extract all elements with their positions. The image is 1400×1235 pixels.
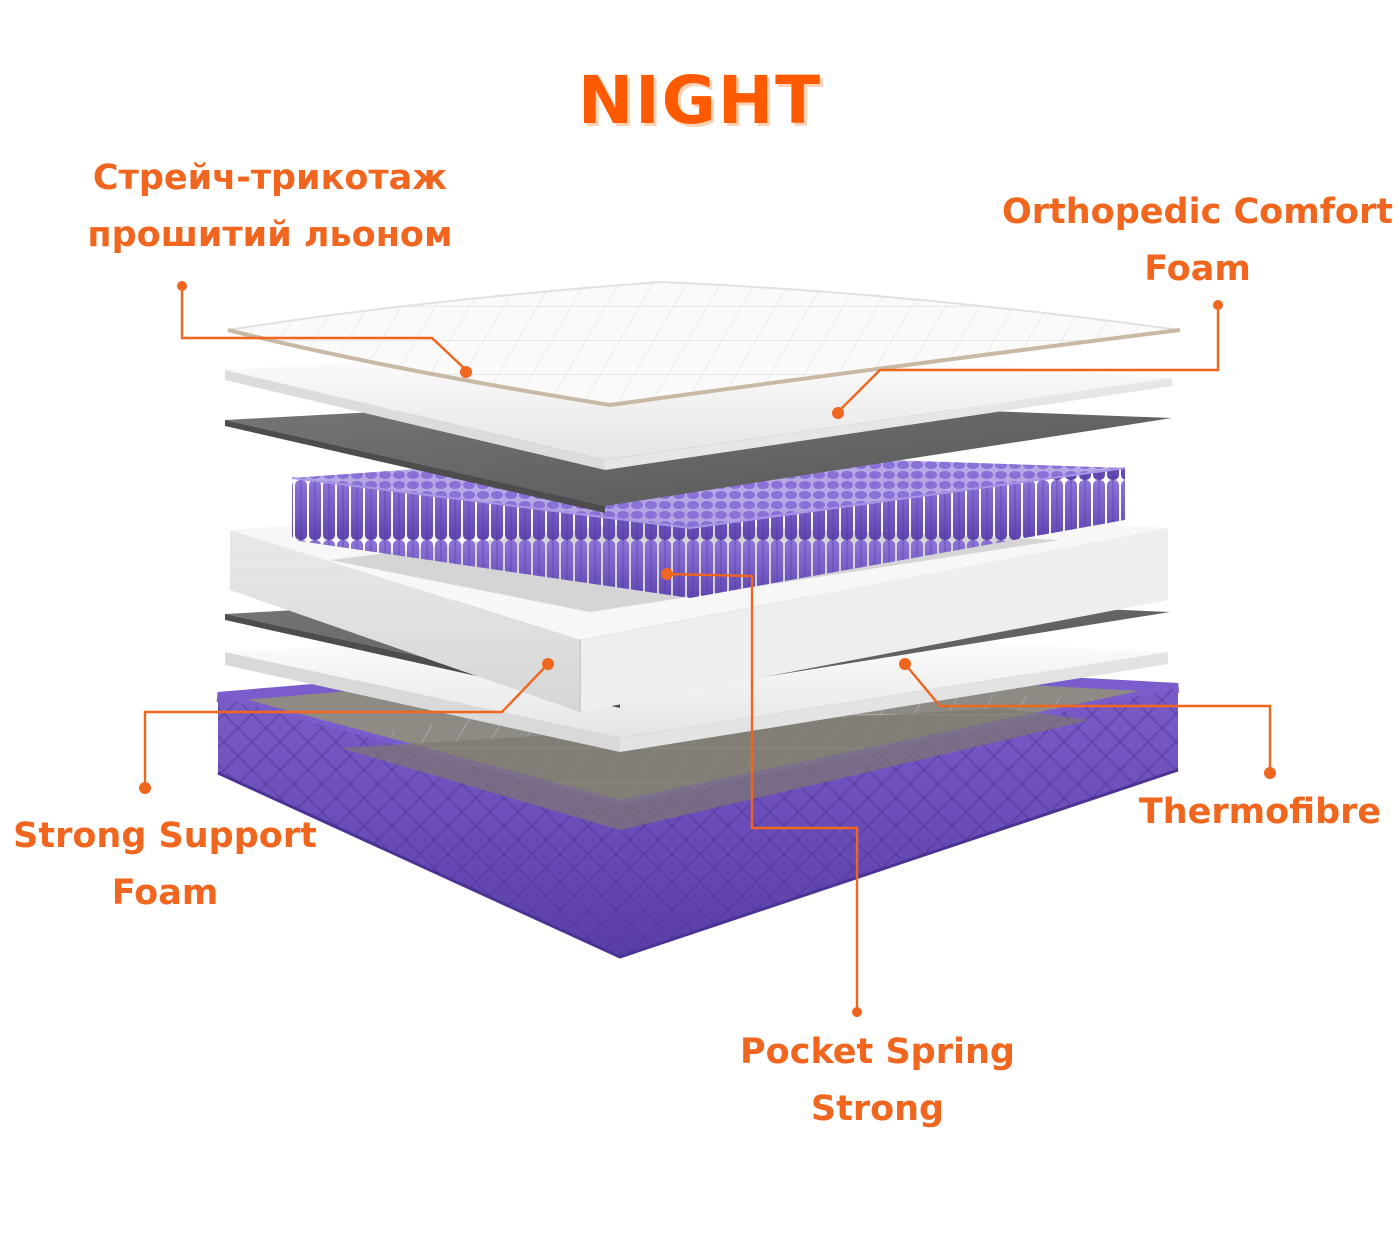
label-support-line1: Strong Support <box>0 808 330 865</box>
label-cover-line2: прошитий льоном <box>60 207 480 264</box>
dot-spring-end <box>852 1007 862 1017</box>
product-title: NIGHT <box>0 62 1400 139</box>
label-thermo-line1: Thermofibre <box>1120 784 1400 841</box>
dot-comfort-end <box>832 407 844 419</box>
label-comfort-line2: Foam <box>985 241 1400 298</box>
dot-cover-end <box>460 366 472 378</box>
dot-comfort-start <box>1213 300 1223 310</box>
label-spring-line1: Pocket Spring <box>700 1024 1055 1081</box>
dot-cover-start <box>177 281 187 291</box>
dot-spring-start <box>661 568 673 580</box>
dot-support-end <box>542 658 554 670</box>
label-pocket-spring: Pocket Spring Strong <box>700 1024 1055 1138</box>
label-cover-line1: Стрейч-трикотаж <box>60 150 480 207</box>
dot-thermo-end <box>899 658 911 670</box>
label-support-foam: Strong Support Foam <box>0 808 330 922</box>
label-cover: Стрейч-трикотаж прошитий льоном <box>60 150 480 264</box>
label-comfort-foam: Orthopedic Comfort Foam <box>985 184 1400 298</box>
label-support-line2: Foam <box>0 865 330 922</box>
label-comfort-line1: Orthopedic Comfort <box>985 184 1400 241</box>
label-thermofibre: Thermofibre <box>1120 784 1400 841</box>
dot-thermo-start <box>1264 767 1276 779</box>
label-spring-line2: Strong <box>700 1081 1055 1138</box>
dot-support-start <box>139 782 151 794</box>
